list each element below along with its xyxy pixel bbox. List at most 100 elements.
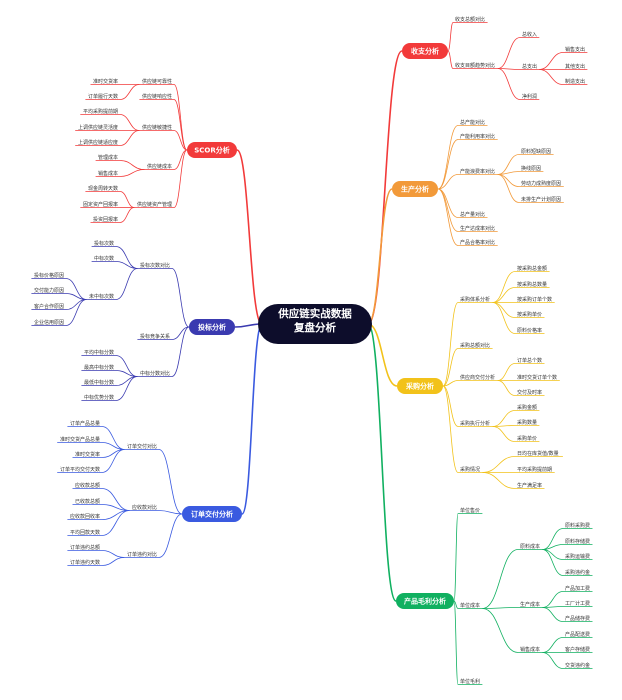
topic-node[interactable]: 平均采购提前期 bbox=[517, 466, 552, 473]
topic-node[interactable]: 工厂计工费 bbox=[565, 600, 590, 607]
topic-node[interactable]: 平均回款天数 bbox=[70, 529, 100, 536]
topic-node[interactable]: 中标优势分数 bbox=[84, 394, 114, 401]
topic-node[interactable]: 最低中标分数 bbox=[84, 379, 114, 386]
topic-node[interactable]: 原料采购费 bbox=[565, 522, 590, 529]
topic-node[interactable]: 按采购订单个数 bbox=[517, 296, 552, 303]
topic-node[interactable]: 采购违约金 bbox=[565, 569, 590, 576]
topic-node[interactable]: 固定资产回报率 bbox=[83, 201, 118, 208]
topic-node[interactable]: 平均采购提前期 bbox=[83, 108, 118, 115]
topic-node[interactable]: 投标次数 bbox=[94, 240, 114, 247]
topic-node[interactable]: 订单平均交付天数 bbox=[60, 466, 100, 473]
branch-node-dingdan[interactable]: 订单交付分析 bbox=[182, 506, 242, 522]
topic-node[interactable]: 准时交货率 bbox=[75, 451, 100, 458]
topic-node[interactable]: 净利润 bbox=[522, 93, 537, 100]
topic-node[interactable]: 准时交货率 bbox=[93, 78, 118, 85]
topic-node[interactable]: 平均中标分数 bbox=[84, 349, 114, 356]
topic-node[interactable]: 企业信用原因 bbox=[34, 319, 64, 326]
topic-node[interactable]: 生产成本 bbox=[520, 601, 540, 608]
topic-node[interactable]: 采购单价 bbox=[517, 435, 537, 442]
topic-node[interactable]: 采购体系分析 bbox=[460, 296, 490, 303]
branch-node-shouzhi[interactable]: 收支分析 bbox=[402, 43, 448, 59]
topic-node[interactable]: 总支出 bbox=[522, 63, 537, 70]
topic-node[interactable]: 准时交货订单个数 bbox=[517, 374, 557, 381]
topic-node[interactable]: 换线原因 bbox=[521, 165, 541, 172]
topic-node[interactable]: 单位毛利 bbox=[460, 678, 480, 685]
topic-node[interactable]: 单位成本 bbox=[460, 602, 480, 609]
topic-node[interactable]: 应收款对比 bbox=[132, 504, 157, 511]
topic-node[interactable]: 采购总额对比 bbox=[460, 342, 490, 349]
topic-node[interactable]: 未排生产计划原因 bbox=[521, 196, 561, 203]
topic-node[interactable]: 总收入 bbox=[522, 31, 537, 38]
topic-node[interactable]: 供应链响应性 bbox=[142, 93, 172, 100]
topic-node[interactable]: 产能利用率对比 bbox=[460, 133, 495, 140]
topic-node[interactable]: 产品储存费 bbox=[565, 615, 590, 622]
topic-node[interactable]: 采购执行分析 bbox=[460, 420, 490, 427]
topic-node[interactable]: 收支目额趋势对比 bbox=[455, 62, 495, 69]
topic-node[interactable]: 订单违约总额 bbox=[70, 544, 100, 551]
topic-node[interactable]: 供应链敏捷性 bbox=[142, 124, 172, 131]
topic-node[interactable]: 供应链可靠性 bbox=[142, 78, 172, 85]
topic-node[interactable]: 制造支出 bbox=[565, 78, 585, 85]
topic-node[interactable]: 产品合格率对比 bbox=[460, 239, 495, 246]
topic-node[interactable]: 采购金额 bbox=[517, 404, 537, 411]
topic-node[interactable]: 订单产品总量 bbox=[70, 420, 100, 427]
topic-node[interactable]: 总产量对比 bbox=[460, 211, 485, 218]
topic-node[interactable]: 原料存储费 bbox=[565, 538, 590, 545]
topic-node[interactable]: 订单违约对比 bbox=[127, 551, 157, 558]
topic-node[interactable]: 原料短缺原因 bbox=[521, 148, 551, 155]
topic-node[interactable]: 供应商交付分析 bbox=[460, 374, 495, 381]
topic-node[interactable]: 最高中标分数 bbox=[84, 364, 114, 371]
topic-node[interactable]: 订单总个数 bbox=[517, 357, 542, 364]
topic-node[interactable]: 生产满足率 bbox=[517, 482, 542, 489]
topic-node[interactable]: 产品配送费 bbox=[565, 631, 590, 638]
branch-node-maoli[interactable]: 产品毛利分析 bbox=[396, 593, 454, 609]
topic-node[interactable]: 按采购单价 bbox=[517, 311, 542, 318]
topic-node[interactable]: 按采购总金额 bbox=[517, 265, 547, 272]
topic-node[interactable]: 总产能对比 bbox=[460, 119, 485, 126]
topic-node[interactable]: 已收款总额 bbox=[75, 498, 100, 505]
topic-node[interactable]: 产能浪费率对比 bbox=[460, 168, 495, 175]
topic-node[interactable]: 产品加工费 bbox=[565, 585, 590, 592]
topic-node[interactable]: 应收款总额 bbox=[75, 482, 100, 489]
topic-node[interactable]: 现金周转天数 bbox=[88, 185, 118, 192]
topic-node[interactable]: 投标次数对比 bbox=[140, 262, 170, 269]
topic-node[interactable]: 原料价格率 bbox=[517, 327, 542, 334]
topic-node[interactable]: 其他支出 bbox=[565, 63, 585, 70]
topic-node[interactable]: 生产达成率对比 bbox=[460, 225, 495, 232]
topic-node[interactable]: 应收款回收率 bbox=[70, 513, 100, 520]
topic-node[interactable]: 销售成本 bbox=[520, 646, 540, 653]
topic-node[interactable]: 按采购总数量 bbox=[517, 281, 547, 288]
topic-node[interactable]: 订单违约天数 bbox=[70, 559, 100, 566]
branch-node-caigou[interactable]: 采购分析 bbox=[397, 378, 443, 394]
topic-node[interactable]: 采购运输费 bbox=[565, 553, 590, 560]
topic-node[interactable]: 日均在库货值/数量 bbox=[517, 450, 559, 457]
topic-node[interactable]: 供应链资产管理 bbox=[137, 201, 172, 208]
topic-node[interactable]: 准时交货产品总量 bbox=[60, 436, 100, 443]
topic-node[interactable]: 供应链成本 bbox=[147, 163, 172, 170]
topic-node[interactable]: 劳动力成熟度原因 bbox=[521, 180, 561, 187]
topic-node[interactable]: 原料成本 bbox=[520, 543, 540, 550]
topic-node[interactable]: 采购情况 bbox=[460, 466, 480, 473]
topic-node[interactable]: 订单交付对比 bbox=[127, 443, 157, 450]
topic-node[interactable]: 订单履行天数 bbox=[88, 93, 118, 100]
topic-node[interactable]: 投标竞争关系 bbox=[140, 333, 170, 340]
topic-node[interactable]: 销售支出 bbox=[565, 46, 585, 53]
topic-node[interactable]: 客户存储费 bbox=[565, 646, 590, 653]
topic-node[interactable]: 上调供应链灵活度 bbox=[78, 124, 118, 131]
branch-node-shengchan[interactable]: 生产分析 bbox=[392, 181, 438, 197]
topic-node[interactable]: 销售成本 bbox=[98, 170, 118, 177]
topic-node[interactable]: 未中标次数 bbox=[89, 293, 114, 300]
topic-node[interactable]: 中标次数 bbox=[94, 255, 114, 262]
topic-node[interactable]: 收支总额对比 bbox=[455, 16, 485, 23]
topic-node[interactable]: 管理成本 bbox=[98, 154, 118, 161]
topic-node[interactable]: 投资回报率 bbox=[93, 216, 118, 223]
topic-node[interactable]: 单位售价 bbox=[460, 507, 480, 514]
topic-node[interactable]: 采购数量 bbox=[517, 419, 537, 426]
topic-node[interactable]: 中标分数对比 bbox=[140, 370, 170, 377]
topic-node[interactable]: 客户合作原因 bbox=[34, 303, 64, 310]
topic-node[interactable]: 上调供应链适应度 bbox=[78, 139, 118, 146]
topic-node[interactable]: 交付能力原因 bbox=[34, 287, 64, 294]
branch-node-toubiao[interactable]: 投标分析 bbox=[189, 319, 235, 335]
topic-node[interactable]: 交货违约金 bbox=[565, 662, 590, 669]
